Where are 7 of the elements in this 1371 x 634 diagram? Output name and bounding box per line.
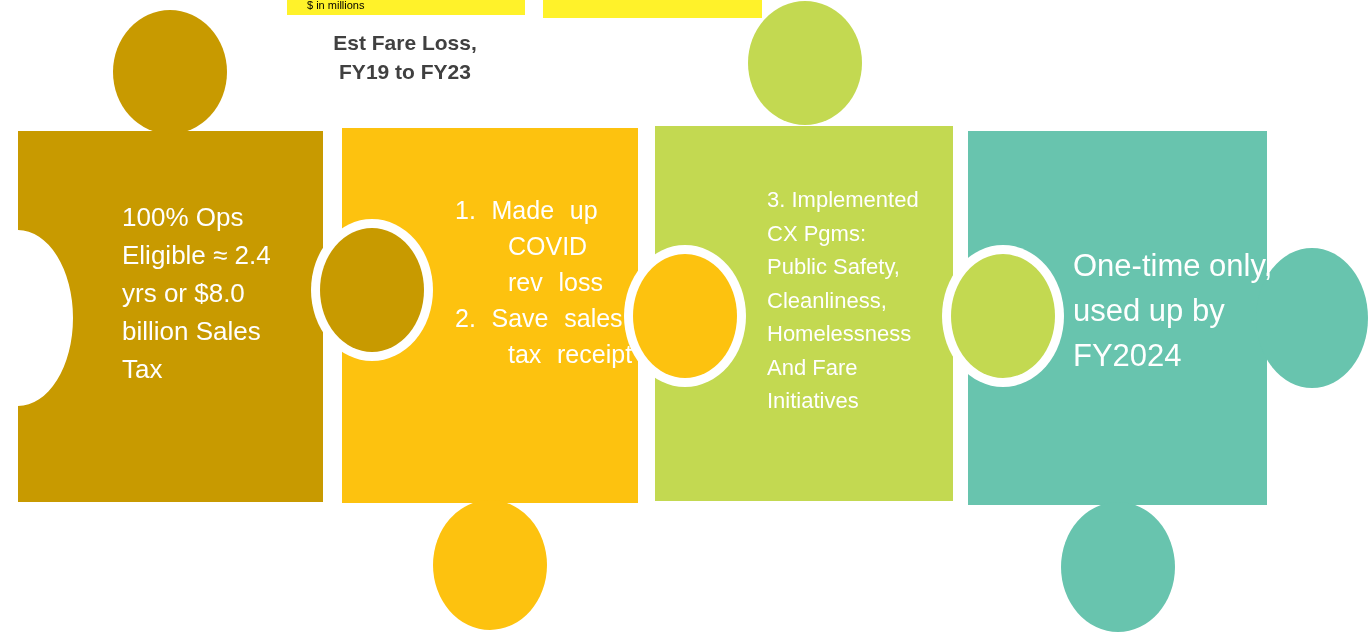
list-item: 2. Save sales tax receipt (455, 303, 633, 370)
piece-text: Public Safety, Cleanliness, Homelessness And Fare Initiatives (767, 253, 913, 415)
piece-text: 3. Implemented CX Pgms: (767, 186, 920, 248)
chart-heading: Est Fare Loss, FY19 to FY23 (332, 30, 478, 85)
note-banner: $ in millions (287, 0, 525, 15)
piece-text: 100% Ops Eligible ≈ 2.4 yrs or $8.0 billion Sales Tax (122, 201, 272, 386)
list-item: 1. Made up COVID rev loss (455, 195, 604, 298)
